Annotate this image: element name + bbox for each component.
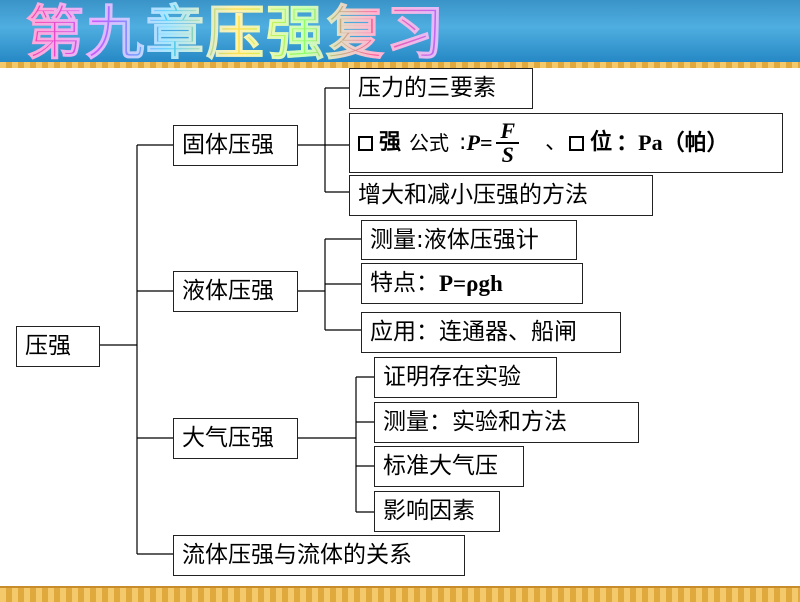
standard-atmosphere-node: 标准大气压 [374,446,524,487]
missing-glyph-box-icon [569,135,585,151]
influencing-factors-label: 影响因素 [383,498,475,524]
bottom-stripe [0,586,800,602]
page-title: 第九章压强复习 [25,0,447,67]
liquid-feature-formula: P=ρgh [439,271,503,296]
root-node: 压强 [16,326,100,367]
liquid-feature-node: 特点： P=ρgh [361,263,583,304]
liquid-application-label: 应用：连通器、船闸 [370,319,577,345]
title-banner: 第九章压强复习 [0,0,800,68]
standard-atmosphere-label: 标准大气压 [383,453,498,479]
formula-numerator: F [496,120,520,144]
fluid-pressure-node: 流体压强与流体的关系 [173,535,465,576]
increase-decrease-methods-label: 增大和减小压强的方法 [358,182,588,208]
unit-char: 位 [590,130,613,155]
liquid-application-node: 应用：连通器、船闸 [361,312,621,353]
formula-colon: : [459,130,467,155]
formula-prefix-char: 强 [379,130,402,155]
atmosphere-measure-node: 测量：实验和方法 [374,402,639,443]
liquid-feature-label: 特点： [370,270,439,296]
formula-prefix-word: 公式 [409,131,450,155]
fluid-pressure-label: 流体压强与流体的关系 [182,542,412,568]
formula-separator: 、 [545,130,568,155]
existence-experiment-label: 证明存在实验 [383,364,521,390]
liquid-measure-label: 测量:液体压强计 [370,226,539,253]
solid-pressure-node: 固体压强 [173,125,298,166]
atmosphere-measure-label: 测量：实验和方法 [383,409,567,435]
increase-decrease-methods-node: 增大和减小压强的方法 [349,175,653,216]
atmospheric-pressure-label: 大气压强 [182,425,274,451]
liquid-pressure-node: 液体压强 [173,271,298,312]
solid-pressure-label: 固体压强 [182,132,274,158]
root-label: 压强 [25,333,71,359]
missing-glyph-box-icon [358,135,373,151]
unit-text: ：Pa（帕） [616,130,729,155]
liquid-measure-node: 测量:液体压强计 [361,220,577,260]
pressure-formula-node: 强 公式 : P= F S 、 位 ：Pa（帕） [349,113,783,173]
formula-fraction: F S [496,120,520,167]
influencing-factors-node: 影响因素 [374,491,500,532]
formula-denominator: S [501,142,514,167]
atmospheric-pressure-node: 大气压强 [173,418,298,459]
liquid-pressure-label: 液体压强 [182,278,274,304]
pressure-elements-label: 压力的三要素 [358,75,496,101]
formula-lhs: P= [466,130,493,155]
existence-experiment-node: 证明存在实验 [374,357,557,398]
banner-stripe [0,62,800,68]
pressure-elements-node: 压力的三要素 [349,68,533,109]
